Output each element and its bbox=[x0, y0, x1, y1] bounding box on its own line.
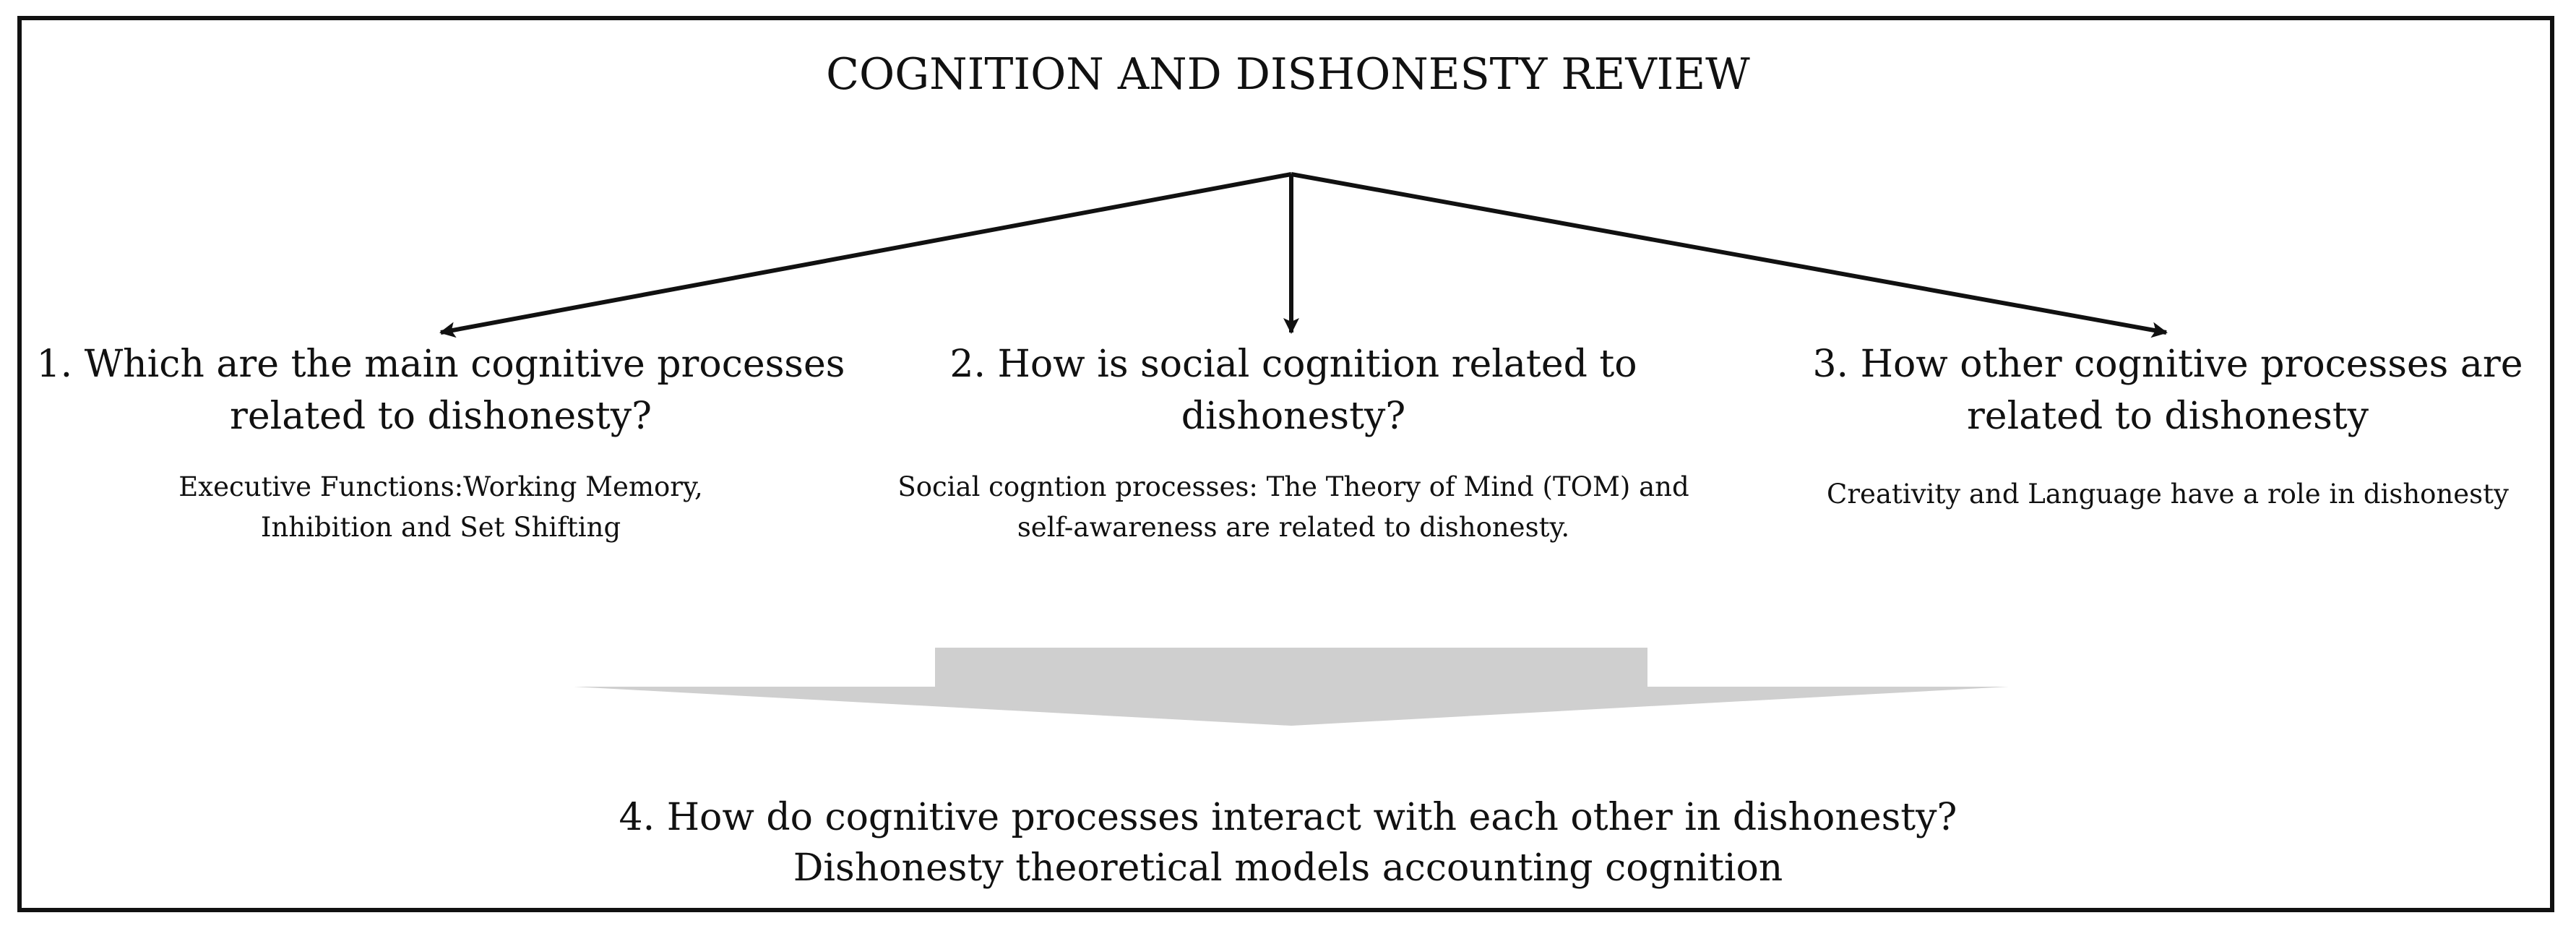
diagram-frame bbox=[17, 16, 2554, 912]
branch-3-answer: Creativity and Language have a role in d… bbox=[1785, 474, 2551, 515]
branch-2-answer-line: self-awareness are related to dishonesty… bbox=[1017, 512, 1570, 543]
arrow-to-branch-3 bbox=[1291, 172, 2168, 338]
convergence-arrow bbox=[574, 648, 2009, 726]
branch-3-question: 3. How other cognitive processes are rel… bbox=[1812, 343, 2523, 438]
branch-executive-functions: 1. Which are the main cognitive processe… bbox=[29, 338, 853, 548]
branch-1-answer-line: Executive Functions:Working Memory, bbox=[178, 471, 703, 502]
branch-2-answer: Social cogntion processes: The Theory of… bbox=[845, 467, 1741, 548]
synthesis-block: 4. How do cognitive processes interact w… bbox=[0, 792, 2576, 893]
synthesis-subtitle: Dishonesty theoretical models accounting… bbox=[793, 846, 1783, 890]
branch-1-answer-line: Inhibition and Set Shifting bbox=[260, 512, 621, 543]
arrow-to-branch-1 bbox=[439, 172, 1292, 338]
branch-other-processes: 3. How other cognitive processes are rel… bbox=[1785, 338, 2551, 515]
branch-1-question: 1. Which are the main cognitive processe… bbox=[36, 343, 845, 438]
branch-1-answer: Executive Functions:Working Memory, Inhi… bbox=[29, 467, 853, 548]
branch-2-answer-line: Social cogntion processes: The Theory of… bbox=[897, 471, 1689, 502]
branch-2-question: 2. How is social cognition related to di… bbox=[949, 343, 1637, 438]
diagram-title: COGNITION AND DISHONESTY REVIEW bbox=[826, 49, 1750, 100]
synthesis-question: 4. How do cognitive processes interact w… bbox=[619, 796, 1957, 839]
branch-3-answer-line: Creativity and Language have a role in d… bbox=[1827, 479, 2509, 510]
branch-social-cognition: 2. How is social cognition related to di… bbox=[845, 338, 1741, 548]
